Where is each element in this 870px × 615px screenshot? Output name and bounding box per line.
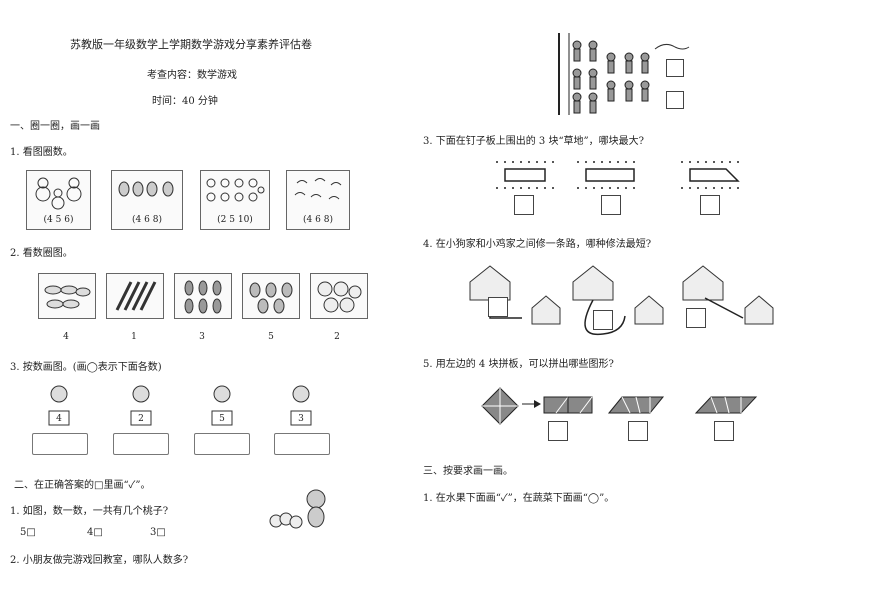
exam-content: 考查内容：数学游戏: [147, 70, 237, 81]
picture-card-penguins: (4 6 8): [111, 170, 183, 230]
picture-card-birds: (4 6 8): [286, 170, 350, 230]
picture-card-peanuts: [174, 273, 232, 319]
question-1-1: 1. 看图圈数。: [10, 147, 73, 158]
penguins-illustration: [118, 181, 174, 197]
goats-illustration: [206, 178, 265, 202]
child-illustration: [211, 385, 233, 426]
answer-box-queue-1[interactable]: [666, 59, 684, 77]
shape-option-2: [607, 396, 665, 414]
answer-box-3[interactable]: [194, 433, 250, 455]
child-illustration: [48, 385, 70, 426]
tomatoes-illustration: [317, 281, 362, 313]
houses-path-3: [682, 265, 774, 325]
answer-box-1[interactable]: [32, 433, 88, 455]
number-label-4: 5: [268, 332, 274, 342]
shape-option-3: [694, 396, 758, 414]
options-card-1: (4 5 6): [43, 215, 74, 225]
classroom-queue-illustration: [558, 33, 690, 115]
child-illustration: [130, 385, 152, 426]
answer-box-path-3[interactable]: [686, 308, 706, 328]
answer-box-pegboard-1[interactable]: [514, 195, 534, 215]
question-3-1: 1. 在水果下面画“✓”，在蔬菜下面画“◯”。: [423, 493, 615, 504]
answer-box-path-1[interactable]: [488, 297, 508, 317]
options-card-3: (2 5 10): [217, 215, 253, 225]
houses-path-1: [469, 265, 561, 325]
card-number: 5: [219, 414, 225, 424]
ingots-illustration: [44, 285, 91, 309]
shape-option-1: [543, 396, 593, 414]
section-3-heading: 三、按要求画一画。: [423, 466, 513, 477]
birds-illustration: [294, 178, 342, 200]
question-2-1: 1. 如图，数一数，一共有几个桃子?: [10, 506, 169, 517]
question-2-2: 2. 小朋友做完游戏回教室，哪队人数多?: [10, 555, 189, 566]
number-label-2: 1: [131, 332, 137, 342]
answer-box-shape-2[interactable]: [628, 421, 648, 441]
option-5[interactable]: 5□: [20, 527, 36, 538]
tangram-pieces: [481, 387, 519, 425]
card-number: 3: [298, 414, 304, 424]
answer-box-shape-1[interactable]: [548, 421, 568, 441]
pegboard-1: [496, 161, 554, 189]
option-3[interactable]: 3□: [150, 527, 166, 538]
monkey-peaches-illustration: [269, 489, 326, 529]
option-4[interactable]: 4□: [87, 527, 103, 538]
peanuts-illustration: [184, 280, 222, 314]
card-number: 4: [56, 414, 62, 424]
picture-card-sticks: [106, 273, 164, 319]
picture-card-pineapples: [242, 273, 300, 319]
answer-box-2[interactable]: [113, 433, 169, 455]
answer-box-shape-3[interactable]: [714, 421, 734, 441]
question-r-4: 4. 在小狗家和小鸡家之间修一条路，哪种修法最短?: [423, 239, 652, 250]
picture-card-tomatoes: [310, 273, 368, 319]
number-label-1: 4: [63, 332, 69, 342]
child-card-4: 3: [286, 385, 316, 431]
child-card-2: 2: [126, 385, 156, 431]
houses-path-2: [572, 265, 664, 336]
picture-card-snowmen: (4 5 6): [26, 170, 91, 230]
section-2-heading: 二、在正确答案的□里画“✓”。: [14, 480, 151, 491]
page-title: 苏教版一年级数学上学期数学游戏分享素养评估卷: [70, 38, 312, 51]
arrow-icon: [522, 400, 541, 408]
card-number: 2: [138, 414, 144, 424]
question-1-2: 2. 看数圈图。: [10, 248, 73, 259]
child-illustration: [290, 385, 312, 426]
answer-box-pegboard-3[interactable]: [700, 195, 720, 215]
answer-box-4[interactable]: [274, 433, 330, 455]
answer-box-queue-2[interactable]: [666, 91, 684, 109]
exam-time: 时间：40 分钟: [152, 96, 218, 107]
number-label-5: 2: [334, 332, 340, 342]
question-r-5: 5. 用左边的 4 块拼板，可以拼出哪些图形?: [423, 359, 614, 370]
child-card-1: 4: [44, 385, 74, 431]
options-card-2: (4 6 8): [132, 215, 162, 225]
question-1-3: 3. 按数画图。(画◯表示下面各数): [10, 362, 162, 373]
sticks-illustration: [115, 281, 157, 311]
child-card-3: 5: [207, 385, 237, 431]
pegboard-2: [577, 161, 635, 189]
pegboard-3: [681, 161, 740, 189]
pineapples-illustration: [249, 282, 293, 314]
options-card-4: (4 6 8): [303, 215, 333, 225]
picture-card-goats: (2 5 10): [200, 170, 270, 230]
section-1-heading: 一、圈一圈，画一画: [10, 121, 100, 132]
answer-box-pegboard-2[interactable]: [601, 195, 621, 215]
number-label-3: 3: [199, 332, 205, 342]
snowmen-illustration: [35, 177, 82, 210]
picture-card-ingots: [38, 273, 96, 319]
answer-box-path-2[interactable]: [593, 310, 613, 330]
question-r-3: 3. 下面在钉子板上围出的 3 块“草地”，哪块最大?: [423, 136, 645, 147]
